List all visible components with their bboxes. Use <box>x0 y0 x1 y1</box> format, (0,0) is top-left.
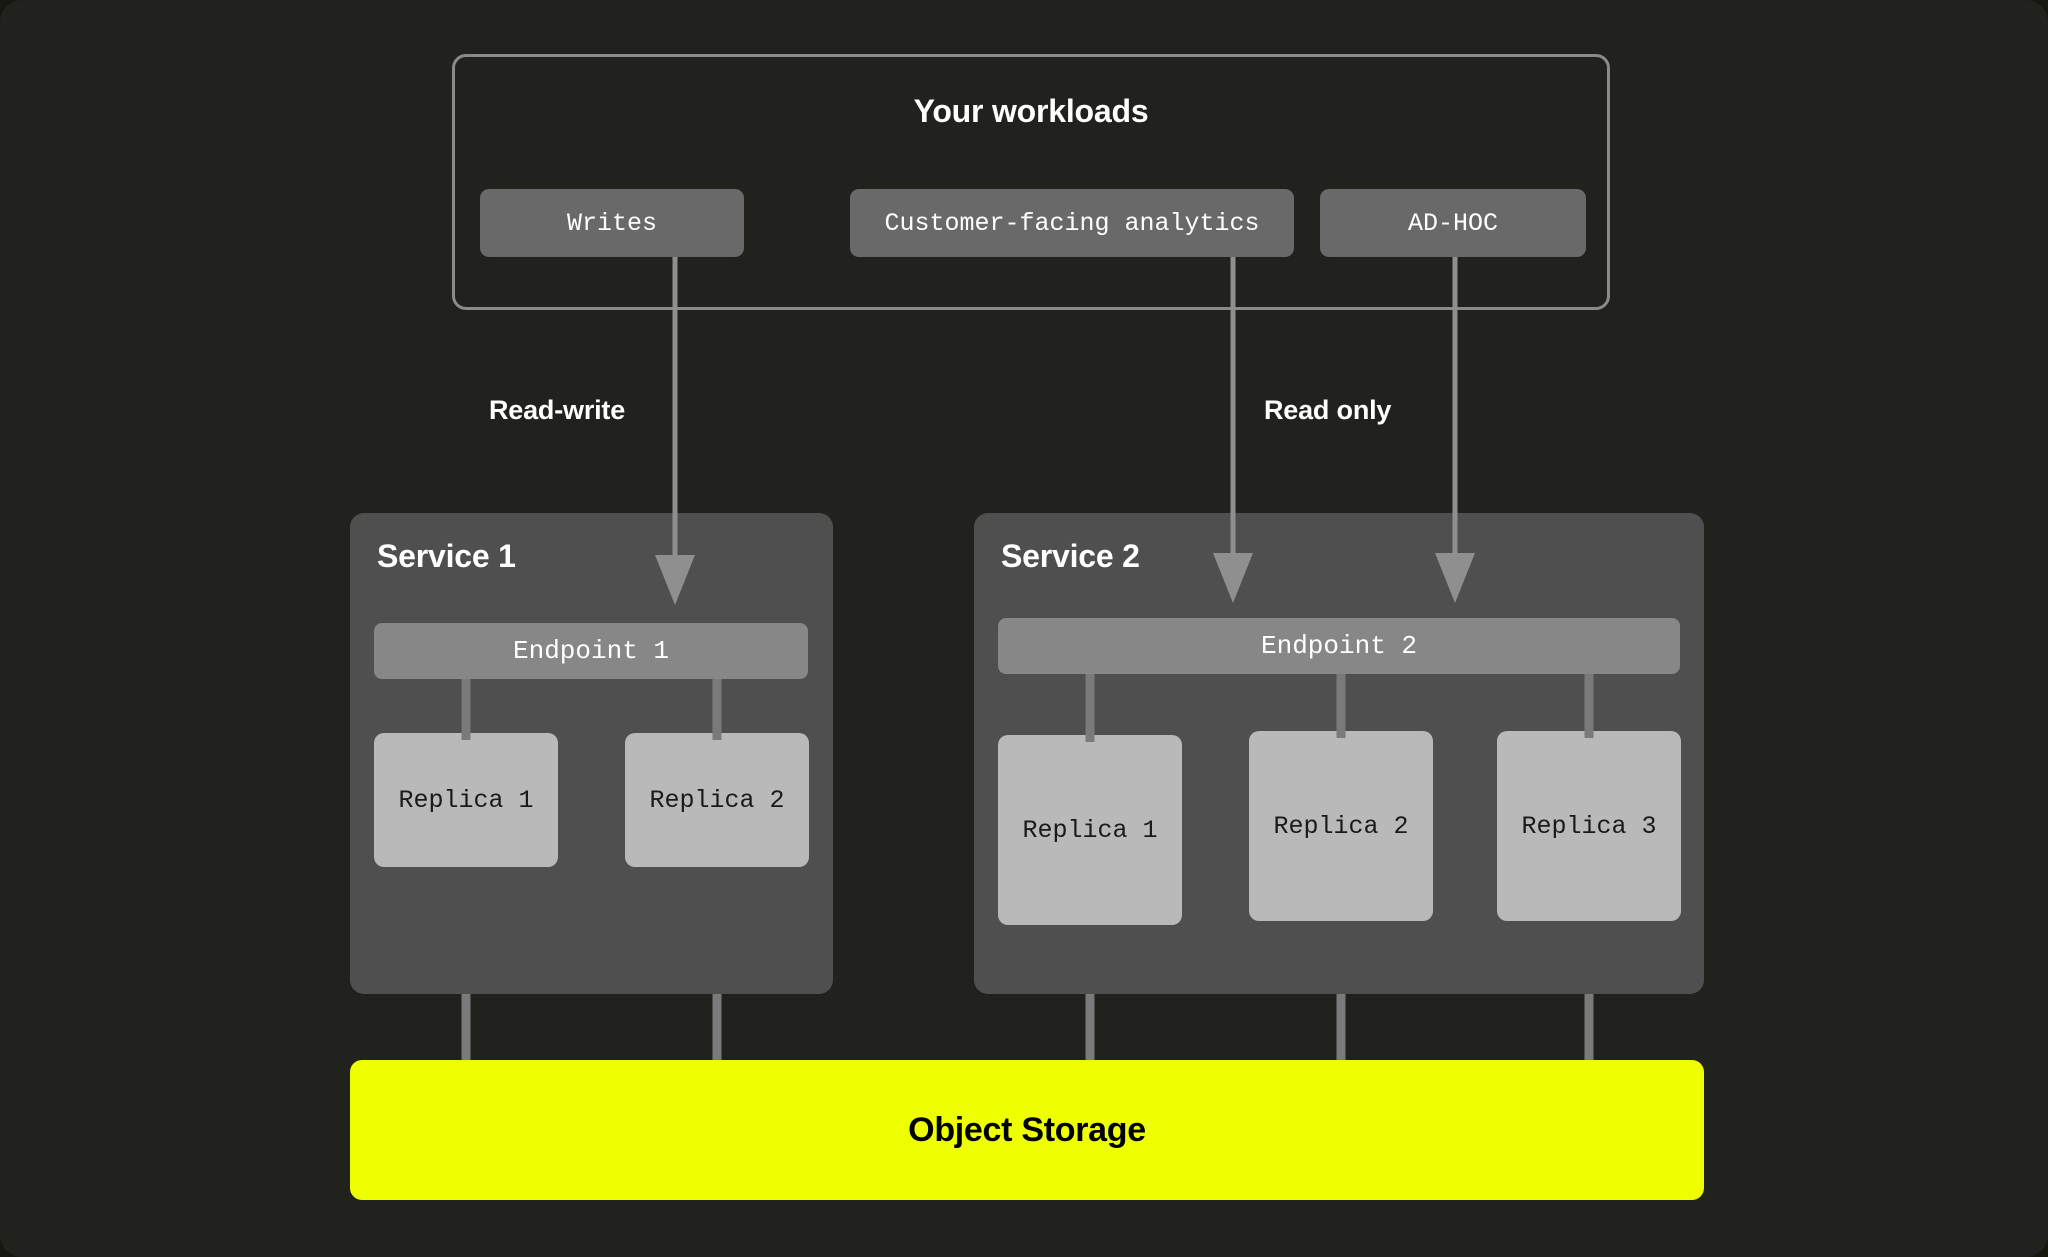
workloads-panel: Your workloads <box>452 54 1610 310</box>
object-storage-bar[interactable]: Object Storage <box>350 1060 1704 1200</box>
service-2-title: Service 2 <box>1001 538 1140 574</box>
object-storage-label: Object Storage <box>908 1110 1146 1149</box>
service-1-replica-2[interactable]: Replica 2 <box>625 733 809 867</box>
service-2-endpoint[interactable]: Endpoint 2 <box>998 618 1680 674</box>
service-container-1: Service 1 Endpoint 1 Replica 1 Replica 2 <box>350 513 833 994</box>
workload-box-writes[interactable]: Writes <box>480 189 744 257</box>
workload-box-analytics[interactable]: Customer-facing analytics <box>850 189 1294 257</box>
service-1-endpoint[interactable]: Endpoint 1 <box>374 623 808 679</box>
flow-label-read-only: Read only <box>1264 395 1392 425</box>
service-2-replica-3[interactable]: Replica 3 <box>1497 731 1681 921</box>
service-2-replica-1[interactable]: Replica 1 <box>998 735 1182 925</box>
service-1-replica-1[interactable]: Replica 1 <box>374 733 558 867</box>
workload-box-adhoc[interactable]: AD-HOC <box>1320 189 1586 257</box>
service-1-title: Service 1 <box>377 538 516 574</box>
workloads-title: Your workloads <box>913 93 1149 129</box>
service-container-2: Service 2 Endpoint 2 Replica 1 Replica 2… <box>974 513 1704 994</box>
service-2-replica-2[interactable]: Replica 2 <box>1249 731 1433 921</box>
flow-label-read-write: Read-write <box>489 395 626 425</box>
